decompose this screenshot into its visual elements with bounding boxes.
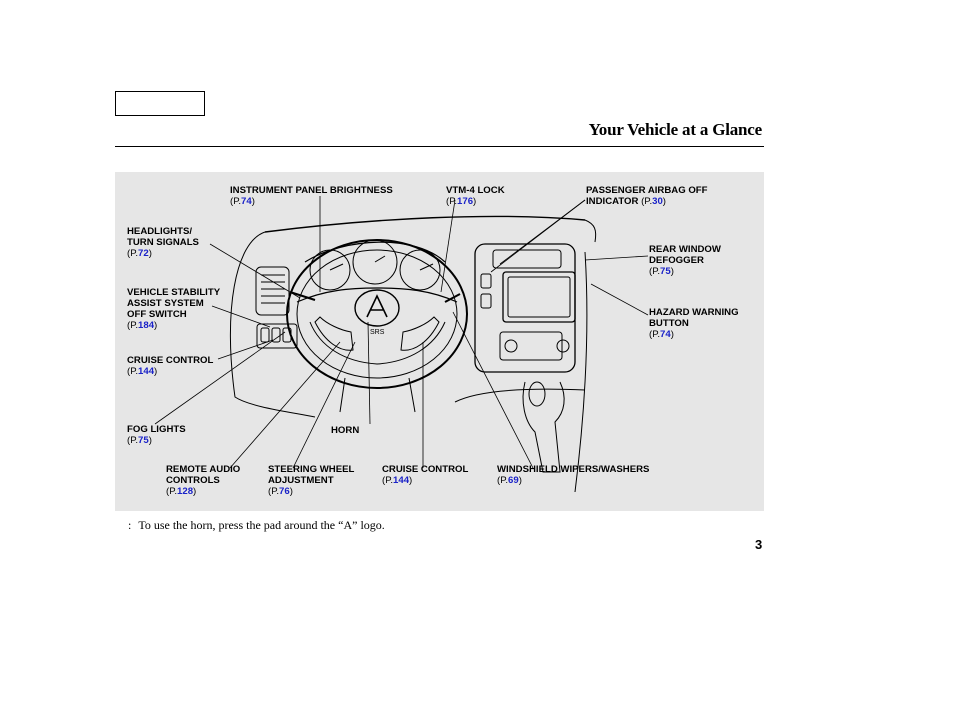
steering-wheel-rim <box>286 239 468 389</box>
section-tab-box <box>115 91 205 116</box>
page-number: 3 <box>755 537 763 552</box>
callout-hazard-warning: HAZARD WARNING BUTTON (P.74) <box>649 307 739 340</box>
callout-vehicle-stability: VEHICLE STABILITY ASSIST SYSTEM OFF SWIT… <box>127 287 221 331</box>
left-switch-panel <box>256 323 298 349</box>
callout-headlights: HEADLIGHTS/ TURN SIGNALS (P.72) <box>127 226 199 259</box>
callout-rear-window-defogger: REAR WINDOW DEFOGGER (P.75) <box>649 244 721 277</box>
callout-instrument-panel-brightness: INSTRUMENT PANEL BRIGHTNESS (P.74) <box>230 185 393 207</box>
callout-cruise-control-bottom: CRUISE CONTROL (P.144) <box>382 464 469 486</box>
steering-hub <box>354 289 400 327</box>
callout-remote-audio: REMOTE AUDIO CONTROLS (P.128) <box>166 464 241 497</box>
footnote-text: To use the horn, press the pad around th… <box>138 518 385 532</box>
dashboard-figure: SRS <box>115 172 764 511</box>
callout-vtm4-lock: VTM-4 LOCK (P.176) <box>446 185 505 207</box>
horn-footnote: : To use the horn, press the pad around t… <box>128 518 385 533</box>
callout-cruise-control-left: CRUISE CONTROL (P.144) <box>127 355 214 377</box>
footnote-marker: : <box>128 518 132 532</box>
title-rule <box>115 146 764 147</box>
page-title: Your Vehicle at a Glance <box>588 120 763 139</box>
callout-passenger-airbag-off: PASSENGER AIRBAG OFF INDICATOR (P.30) <box>586 185 708 207</box>
callout-steering-wheel-adjustment: STEERING WHEEL ADJUSTMENT (P.76) <box>268 464 355 497</box>
navigation-screen <box>502 271 576 323</box>
svg-text:SRS: SRS <box>370 329 385 336</box>
callout-windshield-wipers: WINDSHIELD WIPERS/WASHERS (P.69) <box>497 464 650 486</box>
callout-horn: HORN <box>331 425 360 436</box>
dashboard-illustration: SRS <box>154 196 649 493</box>
right-gauge <box>399 249 441 291</box>
callout-fog-lights: FOG LIGHTS (P.75) <box>127 424 186 446</box>
